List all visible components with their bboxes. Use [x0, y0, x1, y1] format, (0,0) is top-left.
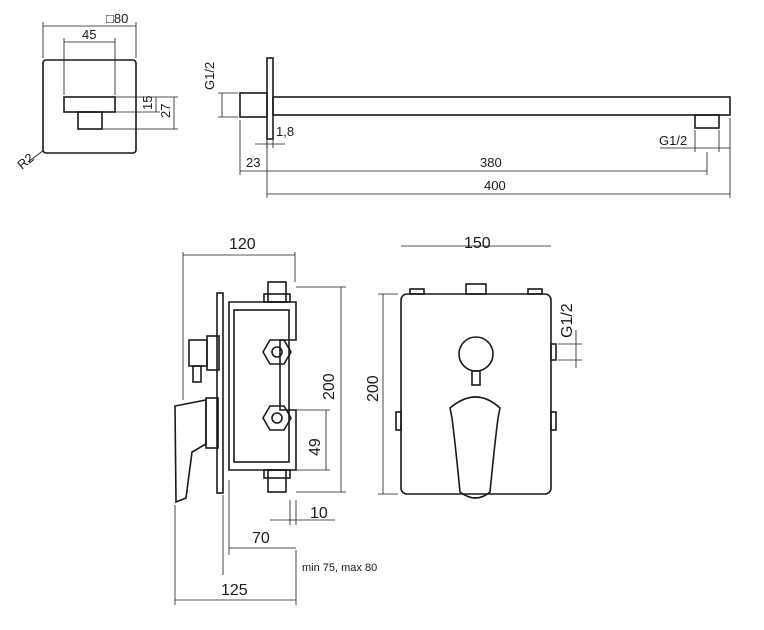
- dim-150-label: 150: [464, 235, 491, 252]
- dim-g12-front-label: G1/2: [559, 303, 576, 338]
- top-port-nut: [263, 293, 291, 303]
- dim-49-label: 49: [307, 438, 324, 456]
- dim-27-label: 27: [158, 104, 173, 118]
- arm-wall-fitting: [239, 92, 268, 118]
- dim-g12-left-label: G1/2: [202, 62, 217, 90]
- dim-70-label: 70: [252, 530, 270, 547]
- dim-r2-label: R2: [14, 150, 36, 172]
- dim-200-front-label: 200: [365, 375, 382, 402]
- handle-base: [205, 397, 219, 449]
- diverter-knob-front: [458, 336, 494, 372]
- flange-nipple: [77, 111, 103, 130]
- shower-arm-side-view: G1/2 1,8 G1/2 23 380 400: [202, 57, 731, 198]
- mixer-body-inner: [233, 309, 290, 463]
- dim-45-label: 45: [82, 27, 96, 42]
- arm-wall-plate: [266, 57, 274, 140]
- lever-handle: [174, 399, 207, 504]
- bottom-port: [267, 469, 287, 493]
- diverter-pin: [192, 365, 202, 383]
- dim-400-label: 400: [484, 178, 506, 193]
- mixer-side-view: 120 200 49 10 70 min 75, max 80 125: [174, 236, 377, 605]
- dim-10-label: 10: [310, 505, 328, 522]
- dim-80-label: □80: [106, 11, 128, 26]
- flange-square: [42, 59, 137, 154]
- lower-inlet-hex: [262, 405, 292, 431]
- arm-outlet-nipple: [694, 114, 720, 129]
- dim-23-label: 23: [246, 155, 260, 170]
- flange-inner-block: [63, 96, 116, 113]
- dim-380-label: 380: [480, 155, 502, 170]
- dim-125-label: 125: [221, 582, 248, 599]
- shower-flange-front-view: □80 45 15 27 R2: [14, 11, 178, 172]
- dim-15-label: 15: [140, 96, 155, 110]
- dim-120-label: 120: [229, 236, 256, 253]
- upper-inlet-hex: [262, 339, 292, 365]
- cover-plate-edge: [216, 292, 224, 494]
- bottom-port-nut: [263, 469, 291, 479]
- arm-tube: [272, 96, 731, 116]
- dim-200-side-label: 200: [321, 373, 338, 400]
- diverter-knob: [188, 339, 208, 367]
- mixer-body-housing: [228, 301, 297, 471]
- lever-handle-front: [449, 396, 501, 499]
- dim-g12-right-label: G1/2: [659, 133, 687, 148]
- front-cover-plate: [400, 293, 552, 495]
- top-port: [267, 281, 287, 303]
- front-top-port: [465, 283, 487, 295]
- dim-1-8-label: 1,8: [276, 124, 294, 139]
- diverter-stem: [206, 335, 220, 371]
- mixer-front-view: 150 200 G1/2: [365, 235, 582, 499]
- dim-minmax-label: min 75, max 80: [302, 562, 377, 574]
